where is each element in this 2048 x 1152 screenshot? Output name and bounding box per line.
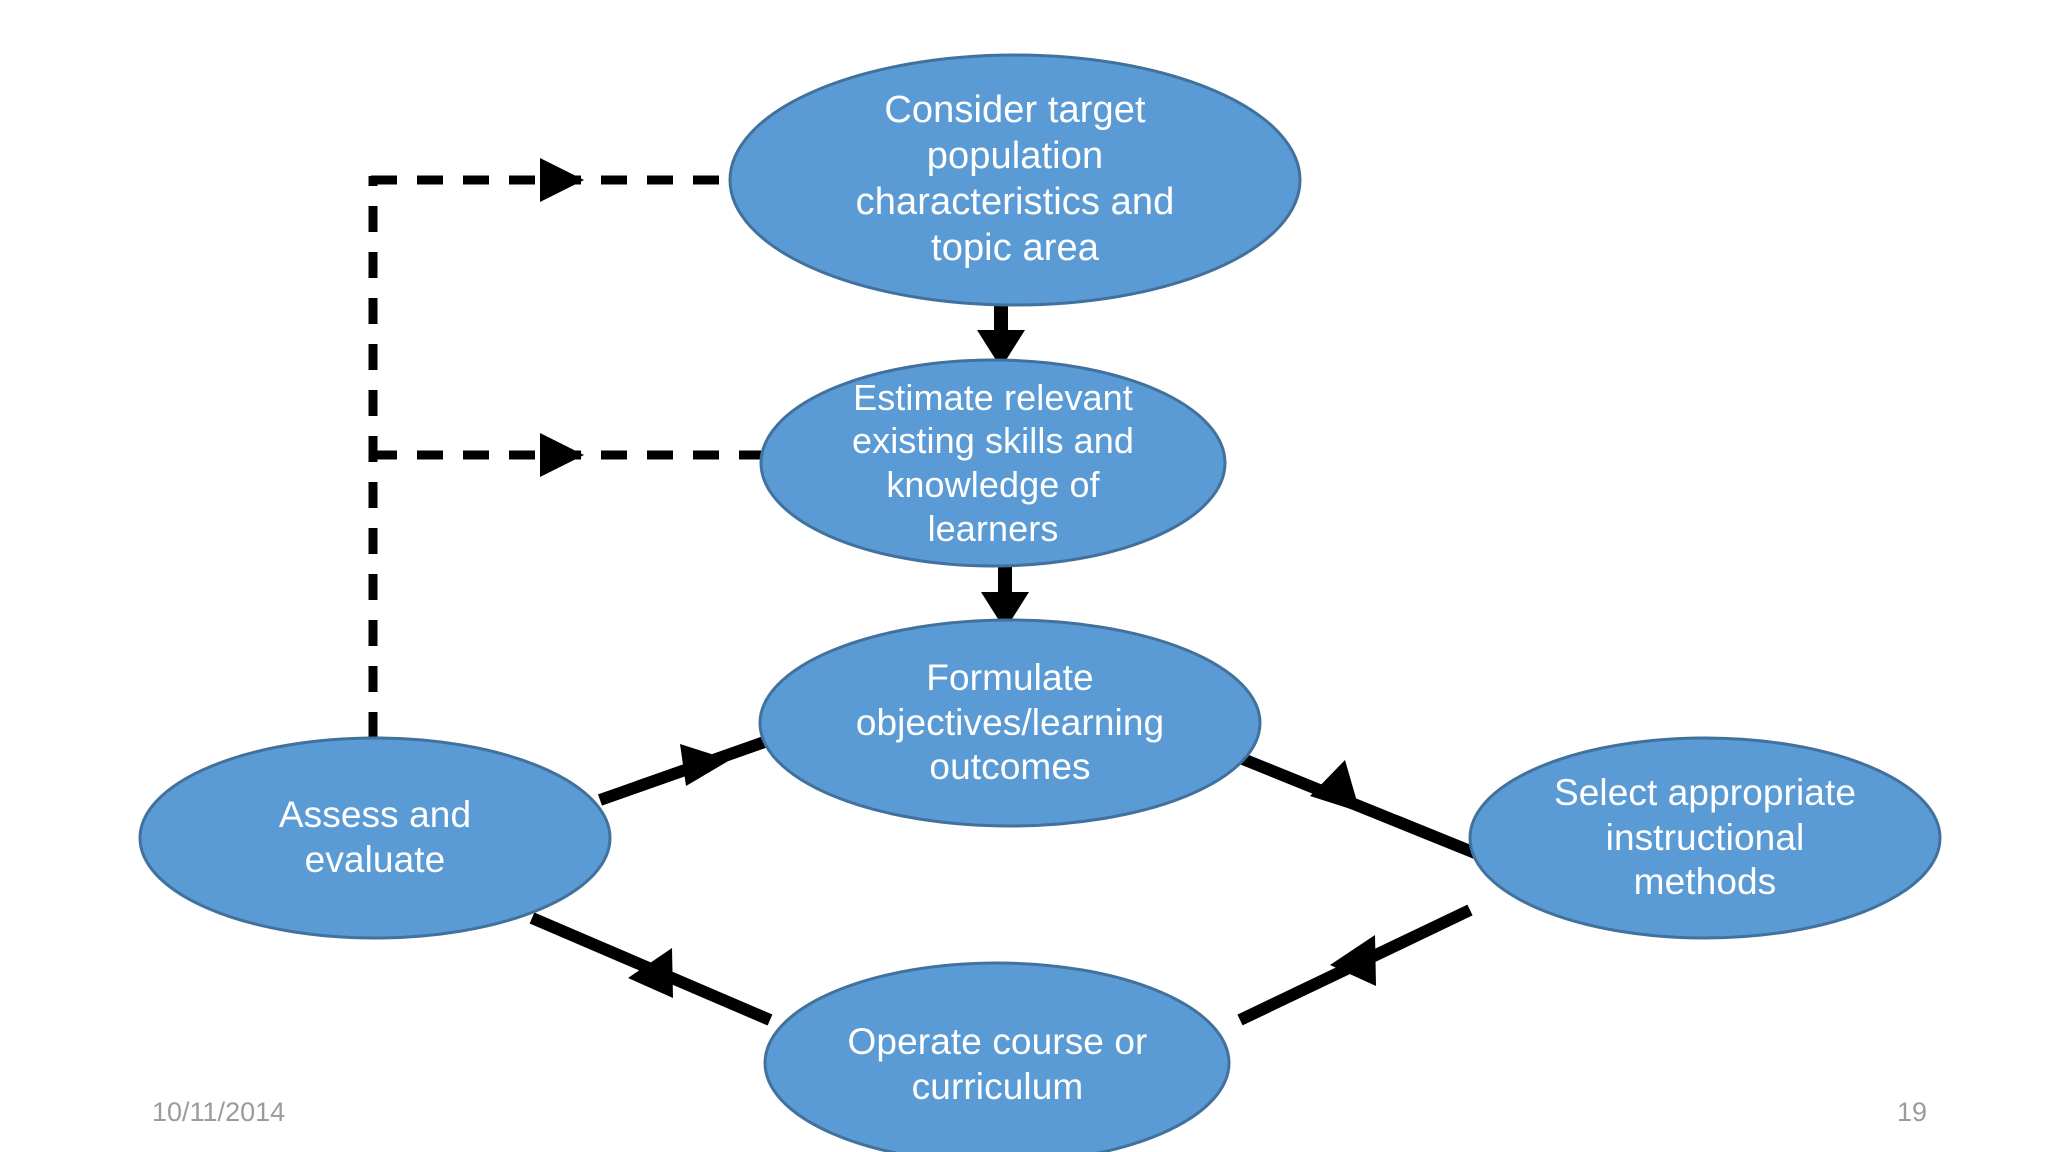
connector-assess-to-formulate <box>598 727 792 806</box>
node-select-instructional-methods[interactable] <box>1468 736 1942 940</box>
connector-select-to-operate <box>1237 904 1473 1026</box>
connector-formulate-to-select <box>1230 749 1483 861</box>
node-estimate-existing-skills[interactable] <box>759 358 1227 568</box>
connector-consider-to-estimate <box>977 300 1025 368</box>
arrowhead-feedback-to-estimate <box>540 433 584 477</box>
connector-estimate-to-formulate <box>981 566 1029 630</box>
node-formulate-objectives[interactable] <box>758 618 1262 828</box>
node-consider-target-population[interactable] <box>728 53 1302 307</box>
node-assess-and-evaluate[interactable] <box>138 736 612 940</box>
node-operate-course[interactable] <box>763 961 1231 1152</box>
connector-operate-to-assess <box>529 912 773 1026</box>
arrowhead-feedback-to-consider <box>540 158 584 202</box>
footer-page-number: 19 <box>1897 1097 1928 1127</box>
connector-assess-feedback-group <box>368 158 768 738</box>
footer-date: 10/11/2014 <box>152 1097 286 1127</box>
